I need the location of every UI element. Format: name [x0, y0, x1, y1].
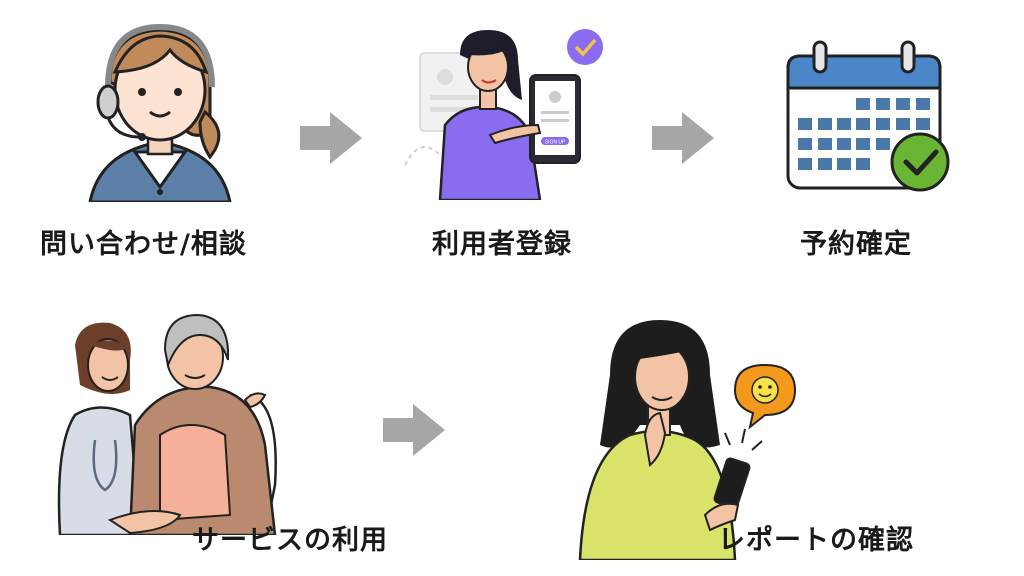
step-label: サービスの利用 [192, 525, 388, 556]
arrow-right-icon [300, 112, 362, 164]
signup-badge: SIGN UP [545, 140, 566, 146]
step-inquiry: 問い合わせ/相談 [0, 0, 330, 270]
step-label: 問い合わせ/相談 [40, 229, 247, 260]
woman-smartphone-icon [578, 320, 797, 560]
step-registration: SIGN UP 利用者登録 [360, 0, 660, 270]
arrow-right-icon [383, 404, 445, 456]
arrow-right-icon [652, 112, 714, 164]
step-label: レポートの確認 [718, 525, 914, 556]
step-service: サービスの利用 [0, 290, 440, 576]
step-report: レポートの確認 [540, 300, 1020, 576]
step-label: 利用者登録 [432, 229, 572, 260]
step-booking: 予約確定 [720, 0, 1020, 270]
step-label: 予約確定 [800, 229, 912, 260]
signup-phone-icon: SIGN UP [404, 29, 603, 200]
operator-headset-icon [88, 23, 232, 202]
calendar-check-icon [786, 40, 950, 192]
caregiver-elderly-icon [57, 313, 277, 535]
